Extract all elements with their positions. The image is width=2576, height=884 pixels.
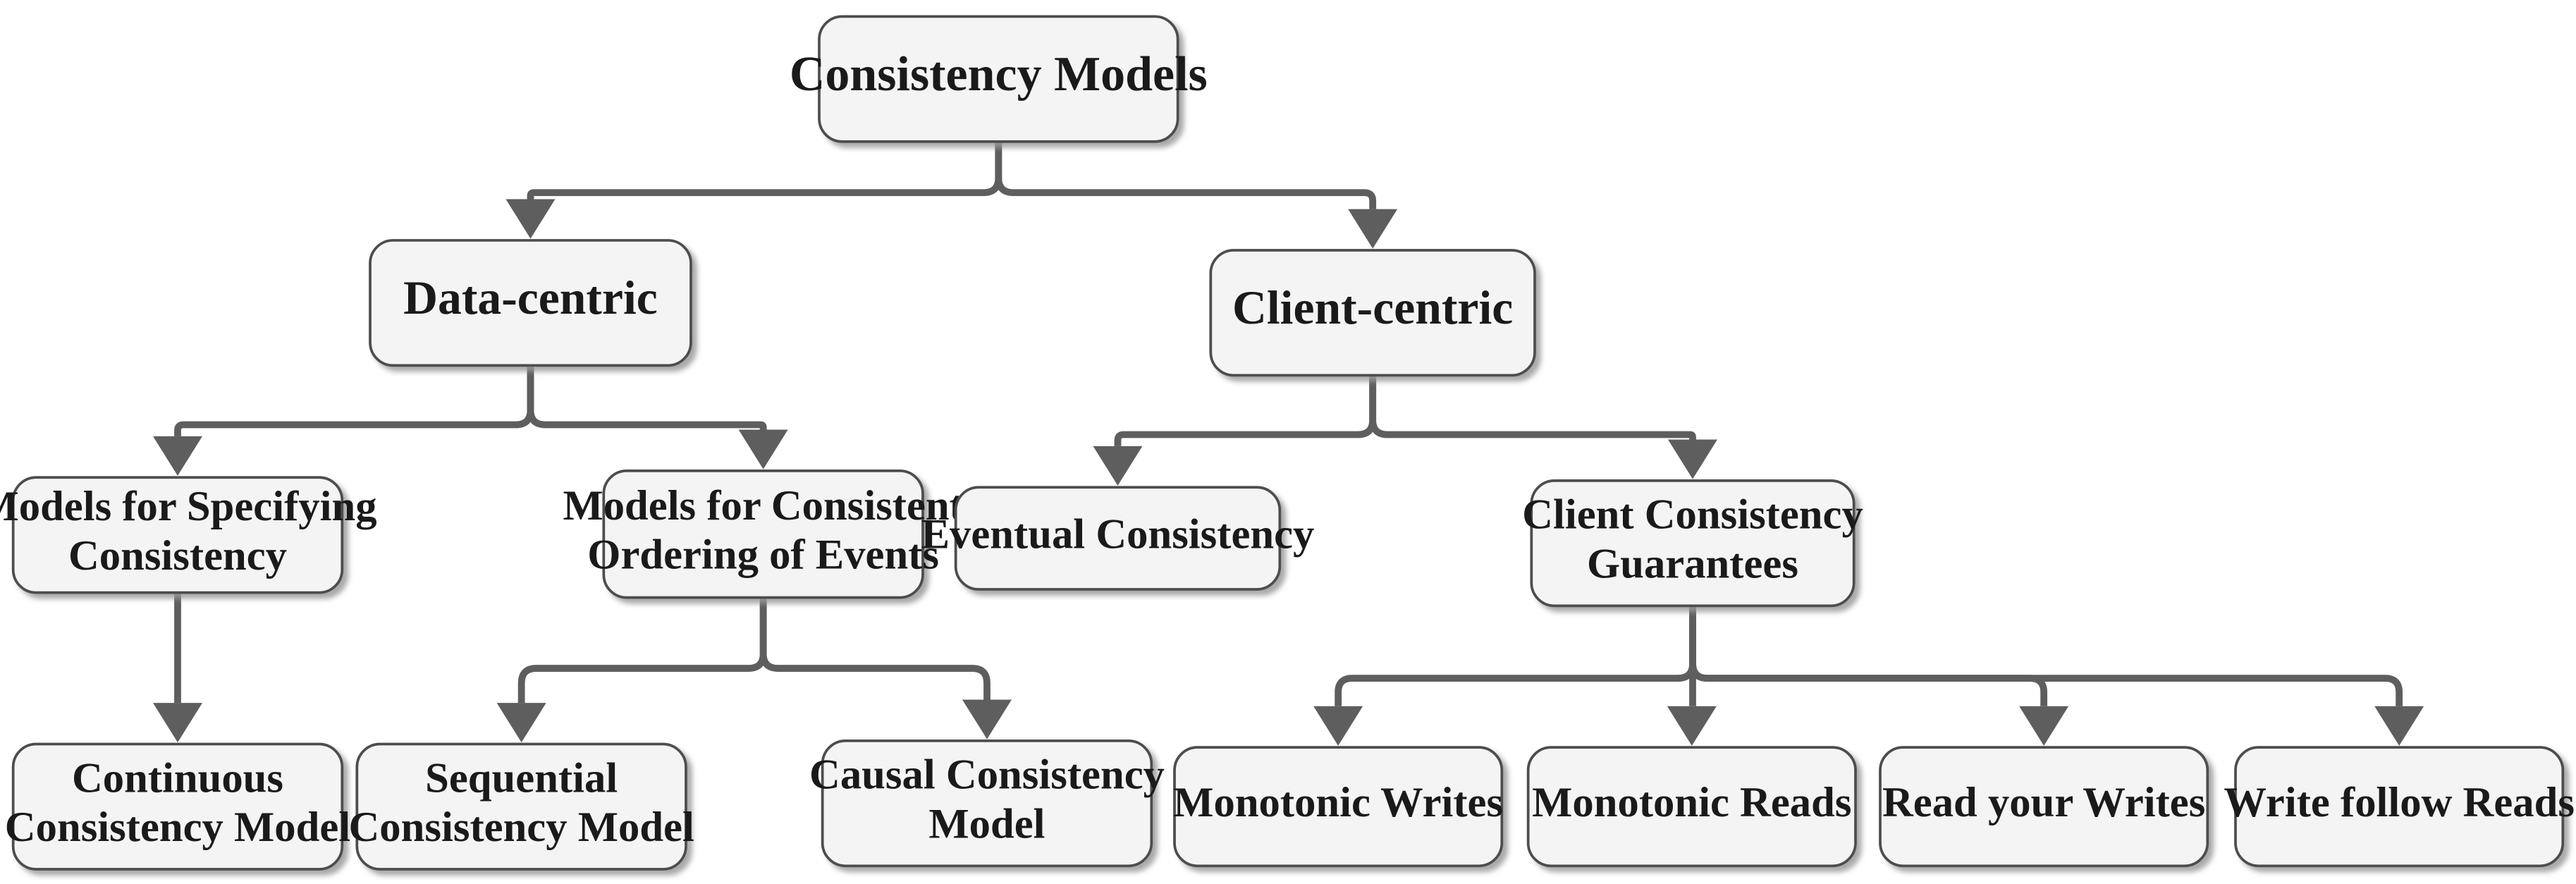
node-monotonic-reads[interactable]: Monotonic Reads — [1526, 746, 1857, 868]
node-label: Ordering of Events — [587, 532, 939, 579]
arrowhead-icon — [1348, 209, 1398, 249]
arrowhead-icon — [1313, 706, 1363, 746]
node-label: Models for Specifying — [0, 483, 377, 530]
node-label: Client Consistency — [1522, 491, 1863, 539]
node-monotonic-writes[interactable]: Monotonic Writes — [1173, 746, 1504, 868]
node-label: Continuous — [72, 754, 283, 802]
edge-client-centric-to-eventual-consistency — [1093, 375, 1377, 486]
arrowhead-icon — [962, 699, 1012, 739]
edge-models-specifying-consistency-to-continuous-consistency-model — [153, 592, 202, 743]
node-label: Write follow Reads — [2224, 779, 2575, 826]
edge-consistency-models-to-client-centric — [995, 141, 1398, 249]
node-label: Model — [928, 800, 1045, 847]
edge-models-consistent-ordering-to-causal-consistency-model — [759, 597, 1012, 739]
node-consistency-models[interactable]: Consistency Models — [790, 15, 1208, 143]
arrowhead-icon — [1667, 706, 1717, 746]
connector-layer — [153, 141, 2424, 746]
node-label: Consistency Model — [5, 804, 350, 851]
node-label: Consistency Model — [348, 804, 694, 851]
node-read-your-writes[interactable]: Read your Writes — [1879, 746, 2209, 868]
edge-client-consistency-guarantees-to-monotonic-writes — [1313, 606, 1696, 746]
node-label: Eventual Consistency — [921, 511, 1315, 558]
edge-consistency-models-to-data-centric — [505, 141, 1002, 239]
node-label: Sequential — [425, 754, 618, 802]
edge-models-consistent-ordering-to-sequential-consistency-model — [496, 597, 767, 743]
arrowhead-icon — [496, 703, 546, 743]
node-label: Consistency — [68, 532, 287, 579]
arrowhead-icon — [153, 703, 202, 743]
edge-data-centric-to-models-specifying-consistency — [153, 365, 534, 476]
arrowhead-icon — [2374, 706, 2424, 746]
node-label: Models for Consistent — [563, 482, 963, 529]
node-label: Consistency Models — [790, 47, 1208, 102]
node-label: Monotonic Reads — [1532, 779, 1851, 826]
node-label: Monotonic Writes — [1173, 779, 1503, 826]
arrowhead-icon — [1093, 446, 1143, 486]
node-write-follow-reads[interactable]: Write follow Reads — [2224, 746, 2575, 868]
node-data-centric[interactable]: Data-centric — [369, 239, 692, 367]
node-label: Guarantees — [1587, 540, 1798, 587]
arrowhead-icon — [738, 429, 788, 469]
arrowhead-icon — [505, 199, 556, 239]
node-label: Causal Consistency — [809, 751, 1165, 799]
edge-client-centric-to-client-consistency-guarantees — [1369, 375, 1717, 479]
arrowhead-icon — [2019, 706, 2069, 746]
node-label: Data-centric — [403, 271, 658, 324]
arrowhead-icon — [1668, 439, 1717, 479]
node-client-centric[interactable]: Client-centric — [1209, 249, 1536, 377]
node-label: Client-centric — [1232, 281, 1513, 334]
node-label: Read your Writes — [1882, 779, 2205, 826]
edge-data-centric-to-models-consistent-ordering — [527, 365, 788, 469]
edge-client-consistency-guarantees-to-write-follow-reads — [1689, 606, 2424, 746]
arrowhead-icon — [153, 436, 202, 476]
node-eventual-consistency[interactable]: Eventual Consistency — [921, 486, 1315, 591]
